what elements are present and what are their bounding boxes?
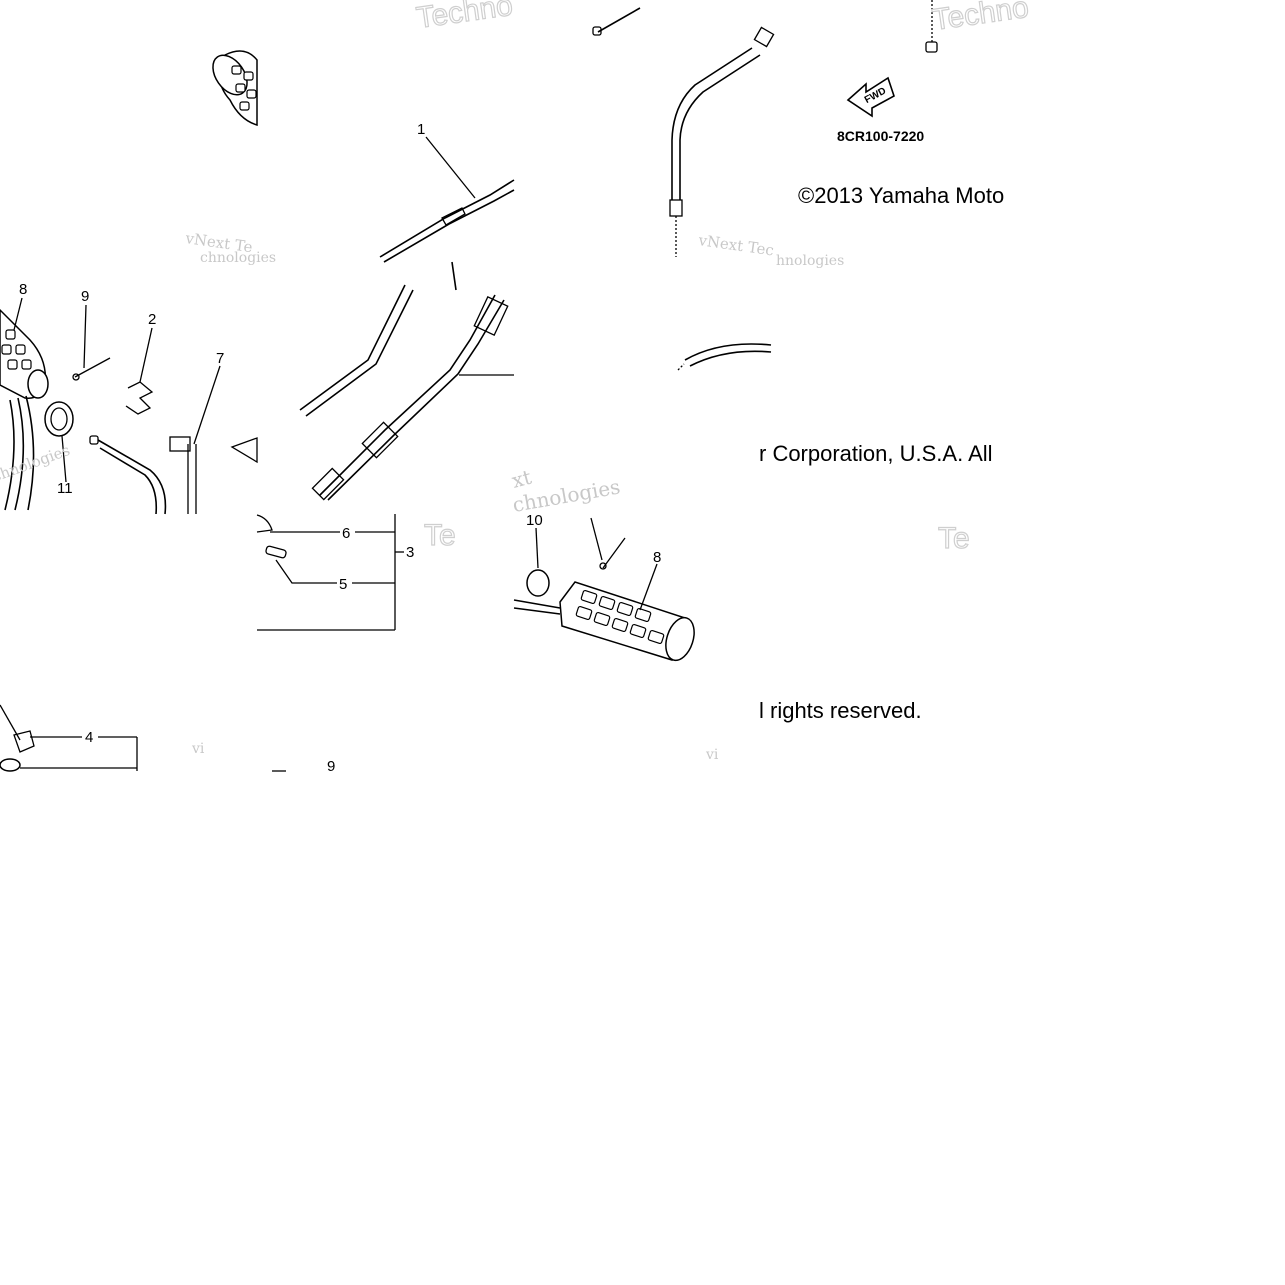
watermark-vnext-a2: chnologies [200, 250, 276, 266]
right-grip-assembly [513, 581, 695, 662]
copyright-line-2: r Corporation, U.S.A. All [759, 441, 993, 466]
pin-5 [265, 545, 287, 559]
leader-line-2 [139, 327, 153, 383]
watermark-brand-mid-a: Te [424, 519, 456, 552]
part-code: 8CR100-7220 [837, 128, 924, 144]
watermark-vnext-d: xt [509, 465, 534, 493]
callout-2: 2 [148, 311, 156, 328]
throttle-cable-lower-left [89, 435, 167, 515]
callout-5: 5 [339, 576, 347, 593]
copyright-line-1: ©2013 Yamaha Moto [798, 183, 1004, 208]
throttle-cable-upper [379, 179, 515, 263]
callout-4: 4 [85, 729, 93, 746]
watermark-vnext-b: vNext Tec [696, 231, 775, 260]
watermark-vnext-f: vi [191, 741, 205, 757]
bracket-7 [169, 436, 197, 514]
copyright-line-3: l rights reserved. [759, 698, 922, 723]
watermark-brand-top-b: Techno [930, 0, 1030, 37]
leader-line-5 [275, 559, 337, 584]
callout-1: 1 [417, 121, 425, 138]
leader-line-8b [639, 563, 658, 611]
leader-line-7 [193, 365, 221, 445]
callout-10: 10 [526, 512, 543, 529]
collar-ring [44, 401, 74, 437]
leader-line-9a [83, 304, 87, 369]
callout-3: 3 [406, 544, 414, 561]
leader-line-1 [425, 136, 476, 199]
throttle-cable-bend [669, 26, 775, 257]
callout-8a: 8 [19, 281, 27, 298]
leader-line-10 [535, 527, 539, 569]
switch-fragment [256, 514, 273, 533]
callout-9b: 9 [327, 758, 335, 775]
screw-9b [599, 537, 626, 570]
callout-6: 6 [342, 525, 350, 542]
lever-fragment [0, 704, 35, 772]
left-grip-assembly [0, 308, 49, 511]
callout-11: 11 [57, 480, 73, 497]
fwd-arrow-icon: FWD [846, 76, 895, 118]
callout-8b: 8 [653, 549, 661, 566]
callout-9a: 9 [81, 288, 89, 305]
cable-arc-right [677, 343, 772, 371]
cable-end-right [925, 0, 938, 53]
throttle-cable-center [299, 261, 509, 501]
watermark-vnext-g: vi [705, 747, 719, 763]
watermark-brand-mid-b: Te [938, 522, 970, 555]
callout-7: 7 [216, 350, 224, 367]
collar-ring-10 [526, 569, 550, 597]
watermark-brand-top-a: Techno [414, 0, 514, 35]
watermark-vnext-b2: hnologies [776, 253, 844, 269]
leader-line-11 [61, 435, 67, 483]
cable-end-top [592, 7, 641, 36]
leader-line-8a [13, 297, 23, 331]
clip-2 [125, 381, 154, 415]
grip-fragment-top-left [212, 50, 258, 127]
screw-9a [72, 357, 111, 381]
bracket-fragment [230, 437, 258, 464]
